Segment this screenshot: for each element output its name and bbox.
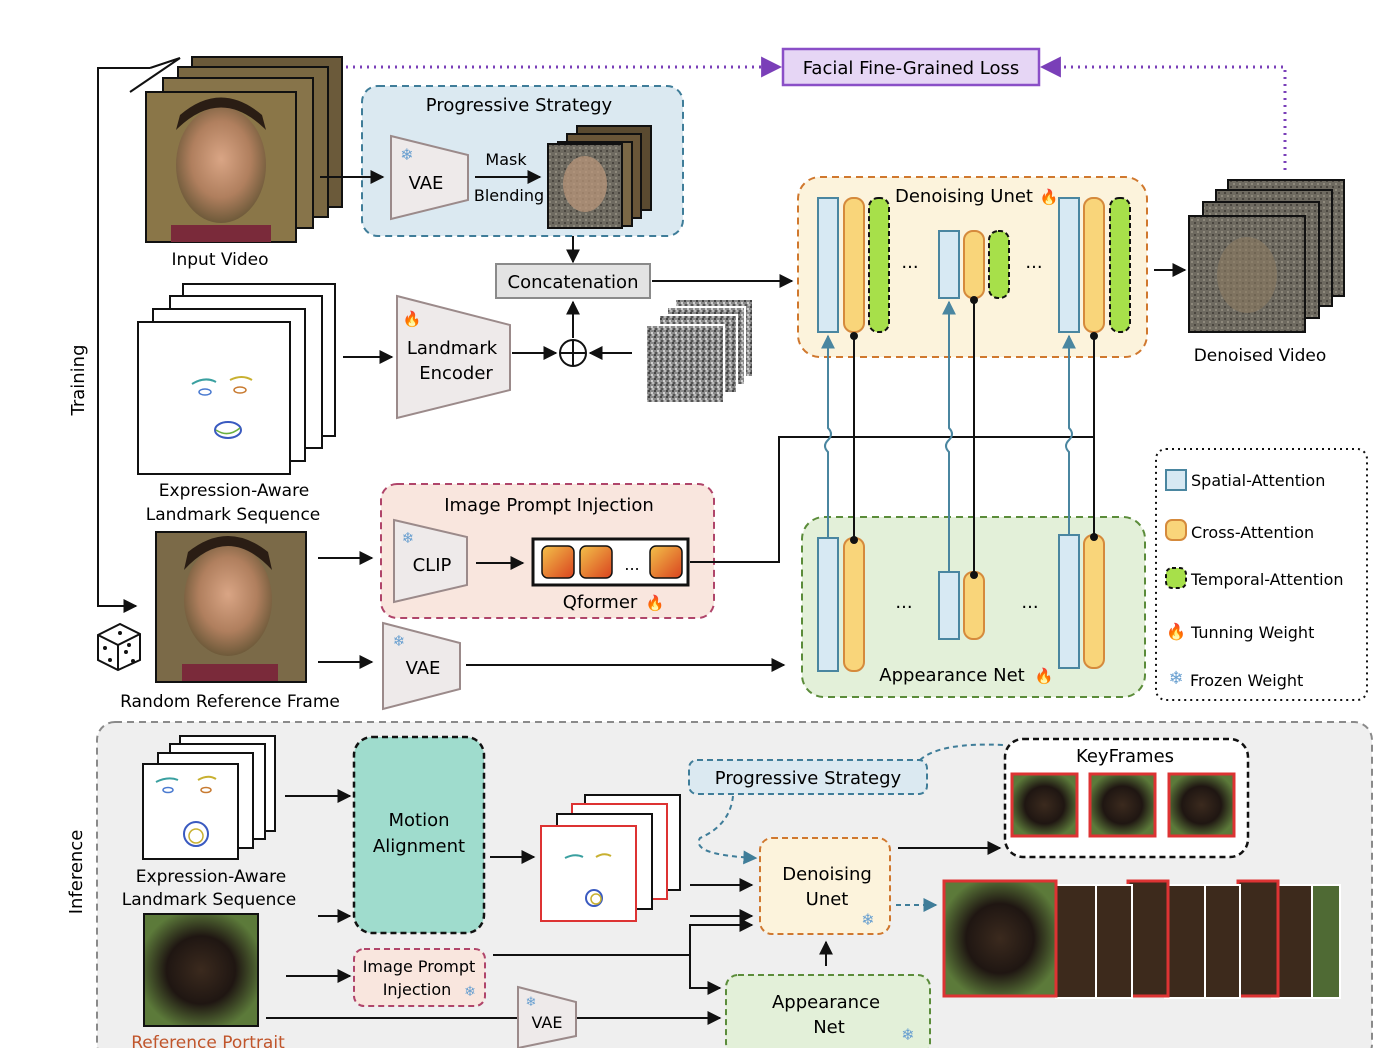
fire-icon: 🔥	[1166, 622, 1186, 641]
training-flow-corner	[129, 57, 181, 93]
inference-progressive-strategy-box	[688, 759, 928, 795]
reference-frame-label: Random Reference Frame	[120, 692, 340, 712]
legend-spatial: Spatial-Attention	[1191, 471, 1325, 490]
inference-ipi-line1: Image Prompt	[363, 957, 476, 976]
legend-cross: Cross-Attention	[1191, 523, 1314, 542]
fire-icon: 🔥	[646, 594, 665, 612]
snowflake-icon: ❄	[861, 910, 874, 929]
fire-icon: 🔥	[1035, 667, 1054, 685]
fire-icon: 🔥	[1040, 188, 1059, 206]
legend-frozen: Frozen Weight	[1190, 671, 1303, 690]
ps-mask-label: Mask	[485, 150, 527, 169]
facial-loss-box	[781, 47, 1041, 87]
inference-landmark-stack	[142, 735, 276, 860]
ipi-title: Image Prompt Injection	[444, 495, 654, 516]
plus-circle-icon	[559, 339, 587, 367]
keyframe-images	[1010, 772, 1236, 838]
legend-tunning: Tunning Weight	[1190, 623, 1314, 642]
denoised-video-label: Denoised Video	[1194, 346, 1327, 366]
snowflake-icon: ❄	[901, 1025, 914, 1044]
inference-landmark-label-2: Landmark Sequence	[122, 890, 297, 910]
reference-portrait-image	[143, 913, 259, 1027]
inference-unet-line2: Unet	[806, 889, 849, 910]
dice-icon	[97, 622, 141, 672]
inference-vae-label: VAE	[532, 1013, 563, 1032]
training-flow-line	[97, 67, 150, 613]
snowflake-icon: ❄	[464, 984, 476, 1000]
motion-alignment-line1: Motion	[388, 810, 449, 831]
landmark-sequence-label-1: Expression-Aware	[159, 481, 309, 501]
inference-side-label: Inference	[66, 830, 87, 915]
inference-ipi-line2: Injection	[383, 980, 452, 999]
concatenation-label: Concatenation	[508, 272, 639, 293]
ps-vae-shape	[390, 134, 469, 221]
denoising-unet-title: Denoising Unet	[895, 186, 1033, 207]
reference-frame-image	[155, 531, 307, 683]
qformer-label: Qformer	[563, 592, 638, 613]
ps-blending-label: Blending	[474, 186, 544, 205]
reference-portrait-label: Reference Portrait	[131, 1033, 285, 1048]
legend-temporal: Temporal-Attention	[1190, 570, 1344, 589]
inference-unet-line1: Denoising	[782, 864, 872, 885]
qformer-dots: ...	[624, 555, 639, 574]
unet-dots-2: ...	[1025, 252, 1042, 273]
connection-lines	[821, 296, 1098, 579]
denoised-video-stack	[1188, 179, 1345, 333]
app-dots-1: ...	[895, 592, 912, 613]
snowflake-icon: ❄	[526, 995, 537, 1010]
legend: Spatial-Attention Cross-Attention Tempor…	[1165, 469, 1344, 690]
ref-vae-label: VAE	[406, 658, 441, 679]
fire-icon: 🔥	[403, 310, 422, 328]
inference-ipi-box	[353, 948, 486, 1007]
clip-shape	[393, 518, 468, 604]
facial-loss-label: Facial Fine-Grained Loss	[803, 58, 1020, 79]
unet-blocks	[817, 197, 1131, 333]
ref-vae-shape	[382, 621, 461, 711]
inference-landmark-label-1: Expression-Aware	[136, 867, 286, 887]
training-side-label: Training	[68, 344, 89, 416]
landmark-encoder-shape	[396, 294, 511, 420]
noise-stack	[645, 298, 754, 404]
ps-vae-label: VAE	[409, 173, 444, 194]
inference-appearance-line1: Appearance	[772, 992, 880, 1013]
clip-label: CLIP	[413, 555, 452, 576]
legend-box	[1155, 448, 1368, 701]
inference-appearance-net-box	[725, 974, 931, 1048]
snowflake-icon: ❄	[400, 145, 413, 164]
snowflake-icon: ❄	[393, 632, 406, 650]
motion-alignment-box	[352, 735, 486, 935]
landmark-encoder-line1: Landmark	[407, 338, 498, 359]
prompt-feed-line	[690, 436, 1093, 563]
inference-progressive-strategy-label: Progressive Strategy	[715, 768, 902, 789]
landmark-encoder-line2: Encoder	[419, 363, 493, 384]
aligned-frames-stack	[540, 794, 681, 922]
appearance-net-title: Appearance Net	[879, 665, 1024, 686]
app-dots-2: ...	[1021, 592, 1038, 613]
loss-arrow-right	[1039, 56, 1287, 170]
landmark-sequence-stack	[137, 283, 336, 475]
inference-appearance-line2: Net	[813, 1017, 845, 1038]
input-video-label: Input Video	[171, 250, 268, 270]
output-frames	[942, 879, 1341, 999]
keyframes-title: KeyFrames	[1076, 746, 1174, 767]
motion-alignment-line2: Alignment	[373, 836, 465, 857]
snowflake-icon: ❄	[1168, 668, 1183, 689]
concatenation-box	[495, 263, 651, 299]
snowflake-icon: ❄	[402, 529, 415, 547]
ps-blended-frames	[547, 125, 652, 229]
input-video-stack	[145, 56, 343, 243]
inference-vae-shape	[517, 985, 577, 1048]
progressive-strategy-title: Progressive Strategy	[426, 95, 613, 116]
landmark-sequence-label-2: Landmark Sequence	[146, 505, 321, 525]
inference-denoising-unet-box	[759, 837, 891, 935]
unet-dots-1: ...	[901, 252, 918, 273]
